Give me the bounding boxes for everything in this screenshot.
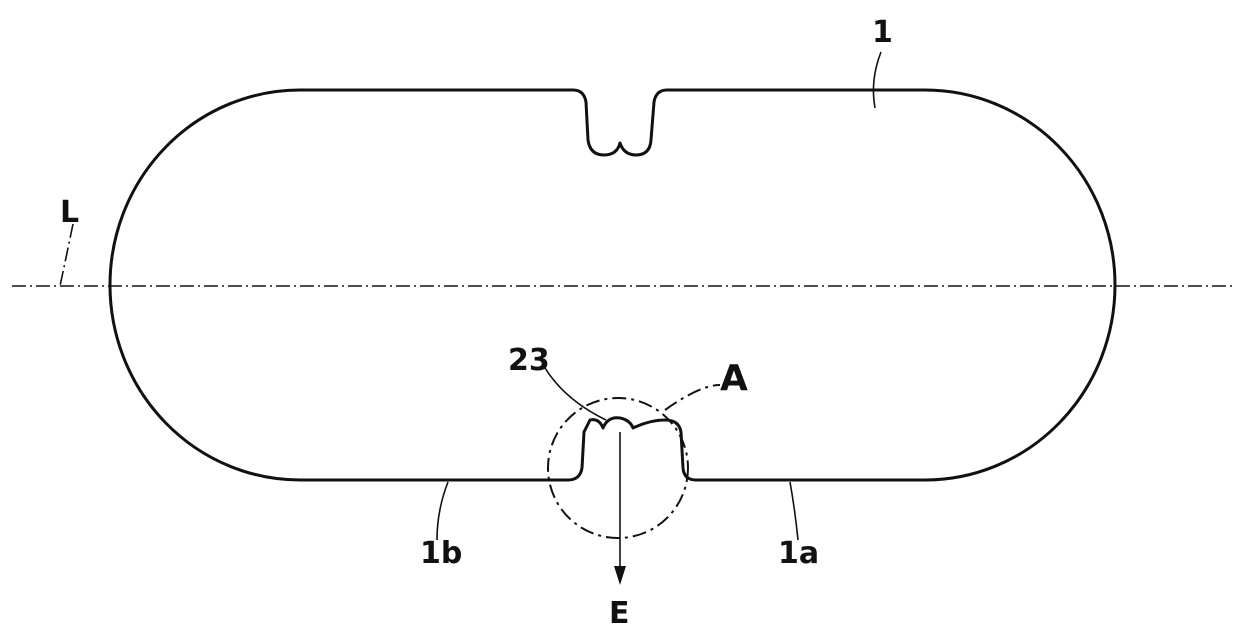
label-side-1a: 1a <box>778 536 819 571</box>
label-side-1b: 1b <box>420 536 462 571</box>
label-detail-a: A <box>720 358 748 399</box>
label-axis-l: L <box>60 195 79 230</box>
leader-side-1b <box>437 482 448 540</box>
label-notch-23: 23 <box>508 343 550 378</box>
label-direction-e: E <box>609 596 630 631</box>
body-outline <box>110 90 1115 480</box>
leader-detail-a <box>665 385 720 410</box>
label-part-1: 1 <box>872 15 893 50</box>
arrow-e-head <box>614 566 626 585</box>
leader-axis-l <box>60 224 73 286</box>
leader-part-1 <box>873 52 881 108</box>
leader-side-1a <box>790 482 798 540</box>
